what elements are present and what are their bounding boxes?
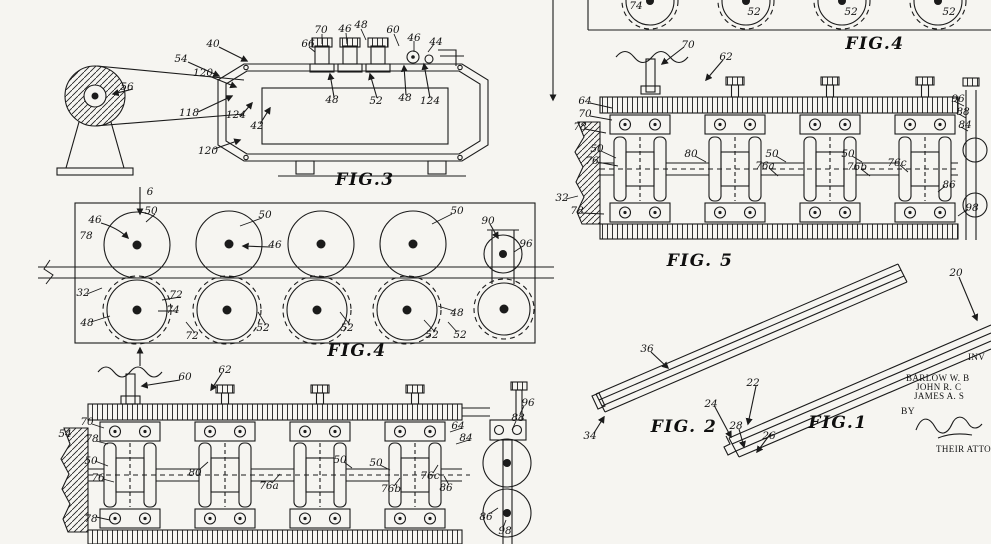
fig3-art [56, 28, 489, 177]
fig1-fig2-art [591, 263, 991, 458]
attorney-label: THEIR ATTO [936, 444, 991, 454]
inventor-name-3: JAMES A. S [914, 391, 965, 401]
inventors-heading: INV [968, 352, 986, 362]
fig4-left-art [38, 187, 554, 366]
fig4-right-art [549, 0, 991, 102]
signature [915, 416, 983, 439]
fig5-left-art [60, 366, 532, 544]
inventor-name-2: JOHN R. C [916, 382, 962, 392]
inventor-name-1: BARLOW W. B [906, 373, 970, 383]
by-label: BY [901, 407, 915, 417]
fig5-right-art [565, 46, 988, 240]
